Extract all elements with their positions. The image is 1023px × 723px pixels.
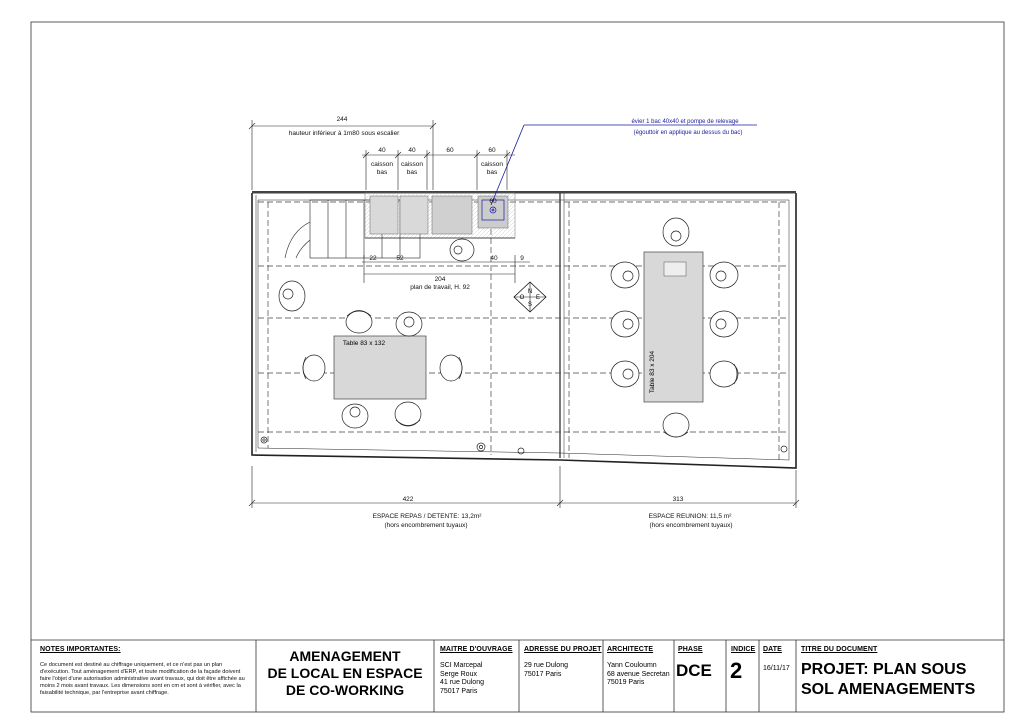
dim-60b: 60: [488, 147, 496, 154]
caisson-a2: bas: [377, 169, 388, 176]
caisson-c: caisson: [481, 161, 503, 168]
titre-line2: SOL AMENAGEMENTS: [801, 681, 976, 698]
table-large-label: Table 83 x 204: [649, 350, 656, 393]
space-repas-sub: (hors encombrement tuyaux): [384, 522, 467, 529]
compass-s: S: [528, 302, 532, 308]
phase-value: DCE: [676, 661, 712, 680]
adresse-line2: 75017 Paris: [524, 670, 562, 678]
compass-symbol: N S E O: [513, 281, 547, 313]
caisson-b: caisson: [401, 161, 423, 168]
indice-title: INDICE: [731, 646, 756, 653]
dim-40c: 40: [490, 255, 498, 262]
dining-chairs: [278, 238, 475, 429]
project-line2: DE LOCAL EN ESPACE: [267, 665, 423, 681]
beam-lines: [258, 201, 789, 460]
dining-area: Table 83 x 132: [278, 238, 475, 429]
dim-204: 204: [435, 276, 446, 283]
sink-note-line2: (égouttoir en applique au dessus du bac): [634, 130, 743, 136]
compass-e: E: [536, 295, 540, 301]
archi-line2: 68 avenue Secretan: [607, 670, 670, 678]
archi-line1: Yann Couloumn: [607, 662, 657, 669]
titre-title: TITRE DU DOCUMENT: [801, 646, 878, 653]
table-large: [643, 251, 704, 403]
dim-52: 52: [396, 255, 404, 262]
dim-60: 60: [446, 147, 454, 154]
sink-callout: [490, 124, 757, 206]
phase-title: PHASE: [678, 646, 703, 653]
table-small: [333, 335, 427, 400]
maitre-block: SCI Marcepal Serge Roux 41 rue Dulong 75…: [440, 662, 484, 696]
space-reunion-label: ESPACE REUNION: 11,5 m²: [649, 513, 733, 520]
dim-9: 9: [520, 255, 524, 262]
project-line3: DE CO-WORKING: [285, 682, 405, 698]
dim-plan-travail: plan de travail, H. 92: [410, 284, 470, 291]
caisson-a: caisson: [371, 161, 393, 168]
maitre-title: MAITRE D'OUVRAGE: [440, 646, 513, 653]
maitre-line3: 41 rue Dulong: [440, 679, 484, 686]
table-small-label: Table 83 x 132: [343, 340, 386, 347]
meeting-area: Table 83 x 204: [610, 217, 739, 438]
pipe-markers: [260, 436, 788, 455]
dimension-lines: [248, 120, 800, 508]
dim-422: 422: [403, 496, 414, 503]
adresse-line1: 29 rue Dulong: [524, 662, 568, 669]
compass-n: N: [528, 289, 532, 295]
caisson-b2: bas: [407, 169, 418, 176]
archi-title: ARCHITECTE: [607, 646, 654, 653]
titre-line1: PROJET: PLAN SOUS: [801, 661, 967, 678]
date-title: DATE: [763, 646, 782, 653]
maitre-line1: SCI Marcepal: [440, 662, 483, 669]
maitre-line4: 75017 Paris: [440, 687, 478, 695]
adresse-block: 29 rue Dulong 75017 Paris: [524, 662, 568, 679]
sink-note-line1: évier 1 bac 40x40 et pompe de relevage: [631, 119, 739, 125]
project-line1: AMENAGEMENT: [289, 648, 401, 664]
compass-w: O: [520, 295, 525, 301]
document-title: PROJET: PLAN SOUS SOL AMENAGEMENTS: [801, 660, 975, 700]
meeting-chairs: [610, 217, 739, 438]
notes-text: Ce document est destiné au chiffrage uni…: [40, 662, 245, 696]
dim-244: 244: [337, 116, 348, 123]
walls: [251, 191, 797, 469]
dim-stair-note: hauteur inférieur à 1m80 sous escalier: [289, 130, 400, 137]
project-title: AMENAGEMENT DE LOCAL EN ESPACE DE CO-WOR…: [262, 648, 428, 699]
caisson-c2: bas: [487, 169, 498, 176]
sheet-frame: [30, 21, 1005, 713]
indice-value: 2: [730, 658, 743, 683]
date-value: 16/11/17: [763, 665, 790, 672]
archi-block: Yann Couloumn 68 avenue Secretan 75019 P…: [607, 662, 670, 688]
space-reunion-sub: (hors encombrement tuyaux): [649, 522, 732, 529]
notes-title: NOTES IMPORTANTES:: [40, 646, 121, 653]
maitre-line2: Serge Roux: [440, 670, 477, 678]
archi-line3: 75019 Paris: [607, 679, 645, 686]
dim-40b: 40: [408, 147, 416, 154]
adresse-title: ADRESSE DU PROJET: [524, 646, 602, 653]
space-repas-label: ESPACE REPAS / DETENTE: 13,2m²: [373, 513, 483, 520]
kitchen-worktop: [364, 192, 516, 239]
dim-40a: 40: [378, 147, 386, 154]
dim-313: 313: [673, 496, 684, 503]
dim-60c: 60: [489, 198, 497, 205]
dim-22: 22: [369, 255, 377, 262]
